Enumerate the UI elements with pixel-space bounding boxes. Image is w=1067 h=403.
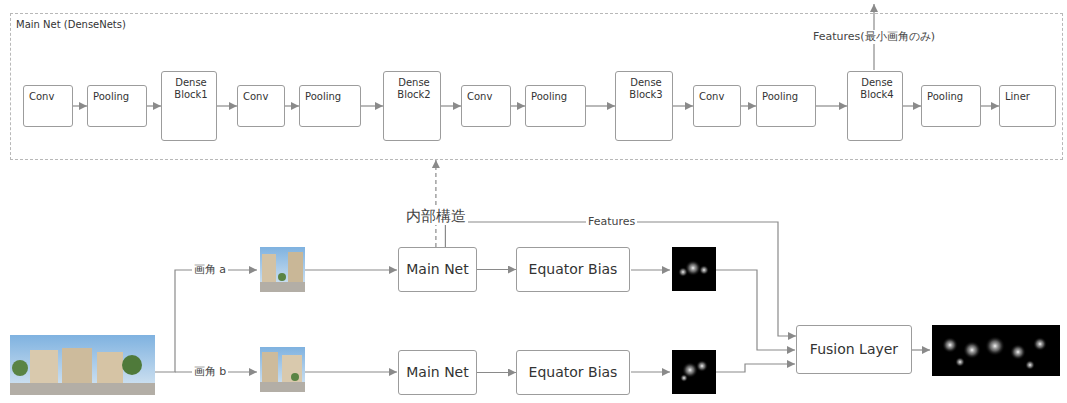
- connector-arrow: [903, 105, 921, 106]
- box-label: Dense Block2: [389, 77, 439, 101]
- wires: [155, 4, 930, 372]
- saliency-map-a: [672, 247, 716, 291]
- view-a-image: [260, 247, 305, 292]
- connector-arrow: [816, 105, 847, 106]
- connector-arrow: [586, 105, 615, 106]
- note-label: 画角 a: [192, 263, 228, 276]
- edge-label: Features: [586, 215, 637, 228]
- box-label: Pooling: [762, 91, 798, 103]
- conv-box: Conv: [237, 85, 285, 127]
- connector-arrow: [741, 105, 756, 106]
- box-label: Equator Bias: [529, 364, 618, 381]
- equator-bias-box: Equator Bias: [516, 350, 630, 395]
- box-label: Conv: [243, 91, 268, 103]
- pooling-box: Pooling: [756, 85, 816, 127]
- connector-arrow: [511, 105, 525, 106]
- box-label: Fusion Layer: [810, 341, 898, 358]
- pooling-box: Pooling: [921, 85, 981, 127]
- box-label: Pooling: [531, 91, 567, 103]
- container-title: Main Net (DenseNets): [16, 19, 126, 31]
- box-label: Conv: [467, 91, 492, 103]
- equator-bias-box: Equator Bias: [516, 247, 630, 292]
- pooling-box: Pooling: [525, 85, 586, 127]
- connector-arrow: [435, 160, 436, 247]
- box-label: Conv: [29, 91, 54, 103]
- output-map: [932, 325, 1060, 376]
- box-label: Main Net: [406, 261, 468, 278]
- fusion-layer-box: Fusion Layer: [796, 325, 912, 374]
- connector-arrow: [147, 105, 161, 106]
- connector-arrow: [217, 105, 237, 106]
- box-label: Pooling: [927, 91, 963, 103]
- connector-arrow: [73, 105, 87, 106]
- dense-block-box: Dense Block4: [847, 71, 903, 141]
- box-label: Pooling: [93, 91, 129, 103]
- connector-arrow: [673, 105, 693, 106]
- main-net-box: Main Net: [398, 247, 477, 292]
- box-label: Dense Block4: [853, 77, 901, 101]
- main-net-box: Main Net: [398, 350, 477, 395]
- conv-box: Conv: [693, 85, 741, 127]
- note-label: Features(最小画角のみ): [811, 30, 937, 43]
- connector-arrow: [441, 105, 461, 106]
- connector-arrow: [285, 105, 299, 106]
- dense-block-box: Dense Block3: [615, 71, 673, 141]
- box-label: Dense Block3: [621, 77, 671, 101]
- box-label: Equator Bias: [529, 261, 618, 278]
- connector-arrow: [477, 269, 516, 270]
- pooling-box: Pooling: [299, 85, 361, 127]
- box-label: Main Net: [406, 364, 468, 381]
- dense-block-box: Dense Block1: [161, 71, 217, 141]
- connector-arrow: [477, 372, 516, 373]
- box-label: Pooling: [305, 91, 341, 103]
- dense-block-box: Dense Block2: [383, 71, 441, 141]
- connector-arrow: [981, 105, 999, 106]
- conv-box: Conv: [23, 85, 73, 127]
- connector-arrow: [361, 105, 383, 106]
- box-label: Dense Block1: [167, 77, 215, 101]
- saliency-map-b: [672, 350, 716, 394]
- view-b-image: [260, 347, 305, 392]
- box-label: Conv: [699, 91, 724, 103]
- box-label: Liner: [1005, 91, 1030, 103]
- connector-arrow: [445, 222, 796, 336]
- conv-box: Conv: [461, 85, 511, 127]
- linear-box: Liner: [999, 85, 1056, 127]
- edge-label: 内部構造: [404, 207, 468, 225]
- pooling-box: Pooling: [87, 85, 147, 127]
- note-label: 画角 b: [192, 365, 228, 378]
- panorama-image: [10, 335, 155, 395]
